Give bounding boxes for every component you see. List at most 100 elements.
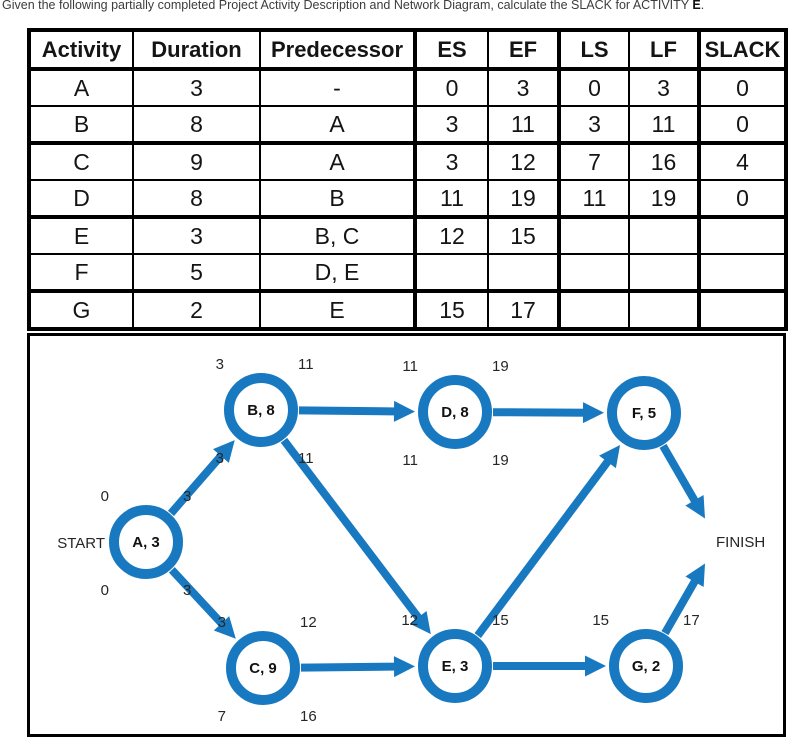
question-title-prefix: Given the following partially completed … xyxy=(2,0,693,12)
table-cell: A xyxy=(259,142,416,181)
node-label-G: G, 2 xyxy=(632,658,660,675)
node-A-bl-value: 0 xyxy=(101,582,109,599)
node-A-br-value: 3 xyxy=(183,582,191,599)
arrowhead-B-E xyxy=(409,611,431,635)
edge-A-B xyxy=(167,448,229,516)
table-cell: - xyxy=(259,68,416,107)
node-label-C: C, 9 xyxy=(249,660,277,677)
table-cell: 0 xyxy=(697,105,787,145)
table-cell: A xyxy=(28,68,134,107)
arrowhead-D-F xyxy=(582,402,605,424)
table-cell: 7 xyxy=(557,142,630,181)
table-cell: 3 xyxy=(487,68,560,107)
node-A-tr-value: 3 xyxy=(183,488,191,505)
table-cell: 3 xyxy=(557,105,630,145)
table-cell: 9 xyxy=(132,142,261,181)
node-A-tl-value: 0 xyxy=(101,488,109,505)
table-cell xyxy=(557,253,630,293)
node-D-bl-value: 11 xyxy=(402,452,418,469)
table-cell xyxy=(697,216,787,255)
node-B-bl-value: 3 xyxy=(216,450,224,467)
table-cell: B xyxy=(259,179,416,219)
column-header-slack: SLACK xyxy=(697,29,787,71)
table-cell: D, E xyxy=(259,253,416,293)
activity-node-B xyxy=(224,373,298,447)
table-cell: 12 xyxy=(487,142,560,181)
table-cell xyxy=(697,253,787,293)
node-label-E: E, 3 xyxy=(442,658,469,675)
question-title-suffix: . xyxy=(700,0,705,12)
question-title-activity: E xyxy=(692,0,701,12)
activity-node-D xyxy=(418,375,492,449)
node-C-br-value: 16 xyxy=(300,708,317,725)
node-B-tr-value: 11 xyxy=(298,356,314,373)
table-cell: 19 xyxy=(628,179,700,219)
table-cell: B, C xyxy=(259,216,416,255)
table-cell xyxy=(697,290,787,330)
edge-F-FINISH xyxy=(659,443,702,509)
table-cell: E xyxy=(28,216,134,255)
node-G-tr-value: 17 xyxy=(683,612,700,629)
question-title: Given the following partially completed … xyxy=(2,0,704,12)
edge-G-FINISH xyxy=(661,573,702,636)
edge-A-C xyxy=(168,567,230,632)
table-cell: 15 xyxy=(487,216,560,255)
table-cell xyxy=(628,290,700,330)
table-cell: 3 xyxy=(132,68,261,107)
table-cell: 11 xyxy=(628,105,700,145)
activity-node-C xyxy=(226,631,300,705)
edge-E-F xyxy=(474,453,615,638)
arrowhead-G-FINISH xyxy=(685,563,706,587)
node-label-F: F, 5 xyxy=(632,405,656,422)
table-cell: 12 xyxy=(413,216,489,255)
activity-node-G xyxy=(609,629,683,703)
table-cell: 17 xyxy=(487,290,560,330)
table-cell: E xyxy=(259,290,416,330)
edge-B-E xyxy=(280,437,426,626)
table-cell: G xyxy=(28,290,134,330)
column-header-activity: Activity xyxy=(28,29,134,71)
arrowhead-E-F xyxy=(599,445,621,469)
arrowhead-E-G xyxy=(585,655,606,677)
node-C-bl-value: 7 xyxy=(218,708,226,725)
column-header-ls: LS xyxy=(557,29,630,71)
table-cell: A xyxy=(259,105,416,145)
table-cell: F xyxy=(28,253,134,293)
table-cell: 11 xyxy=(413,179,489,219)
activity-node-E xyxy=(418,629,492,703)
column-header-duration: Duration xyxy=(132,29,261,71)
arrowhead-A-B xyxy=(213,440,235,463)
table-cell: 15 xyxy=(413,290,489,330)
node-label-B: B, 8 xyxy=(247,402,275,419)
node-E-tl-value: 12 xyxy=(401,612,418,629)
table-cell: 2 xyxy=(132,290,261,330)
column-header-ef: EF xyxy=(487,29,560,71)
table-cell: 11 xyxy=(557,179,630,219)
edge-D-F xyxy=(492,408,591,417)
table-cell xyxy=(413,253,489,293)
table-cell: 8 xyxy=(132,105,261,145)
arrowhead-B-D xyxy=(393,400,416,422)
table-cell xyxy=(487,253,560,293)
node-G-tl-value: 15 xyxy=(592,612,609,629)
node-D-br-value: 19 xyxy=(492,452,509,469)
column-header-lf: LF xyxy=(628,29,700,71)
node-E-tr-value: 15 xyxy=(492,612,509,629)
node-B-tl-value: 3 xyxy=(216,356,224,373)
table-cell xyxy=(557,290,630,330)
table-cell: 8 xyxy=(132,179,261,219)
edge-C-E xyxy=(300,662,402,672)
column-header-predecessor: Predecessor xyxy=(259,29,416,71)
